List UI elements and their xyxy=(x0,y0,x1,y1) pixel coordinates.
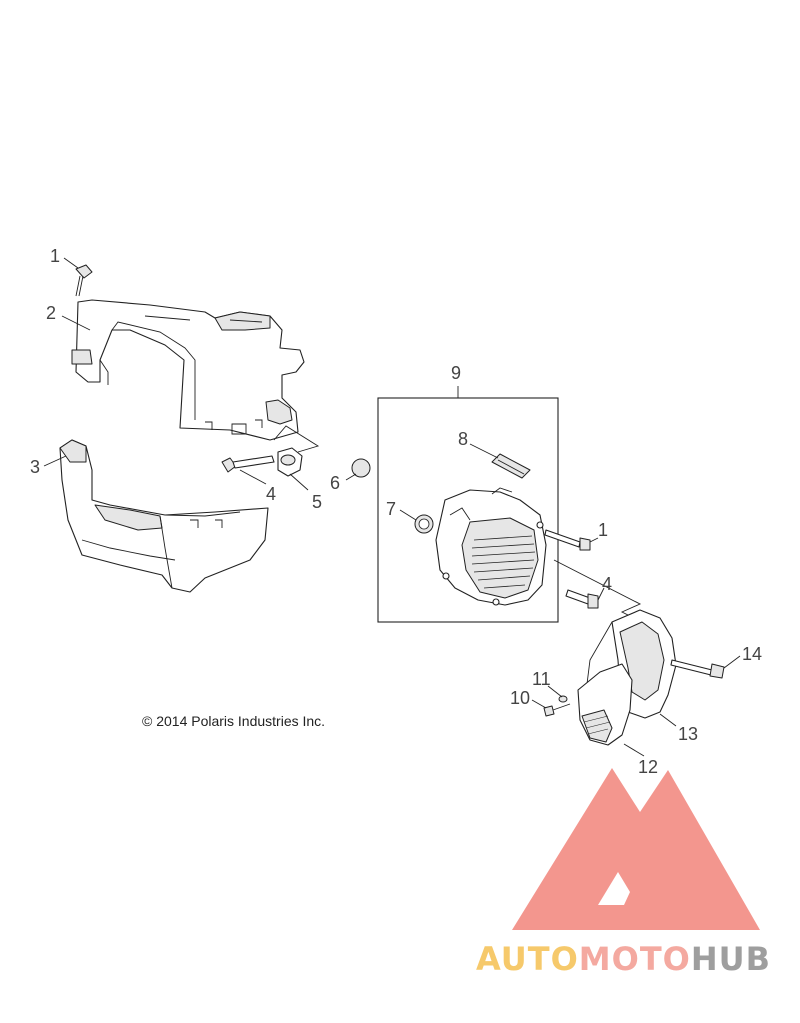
bolt-4-right xyxy=(565,589,599,609)
wordmark-moto: MOTO xyxy=(579,940,691,978)
screw-1-top xyxy=(75,264,93,297)
callout-label: 12 xyxy=(638,757,658,777)
callout-label: 1 xyxy=(50,246,60,266)
callout-label: 4 xyxy=(602,574,612,594)
callout-label: 7 xyxy=(386,499,396,519)
watermark-wordmark: AUTOMOTOHUB xyxy=(476,940,771,978)
plug-6 xyxy=(351,458,371,478)
screw-14 xyxy=(670,659,725,679)
callout-label: 9 xyxy=(451,363,461,383)
callout-label: 13 xyxy=(678,724,698,744)
clamp-5 xyxy=(277,447,303,477)
screw-10 xyxy=(543,703,571,717)
callout-leaders xyxy=(43,257,741,757)
logo-triangle-mark xyxy=(512,768,760,930)
grommet-7 xyxy=(414,514,434,534)
bolt-4-left xyxy=(221,455,275,473)
callout-label: 3 xyxy=(30,457,40,477)
callout-label: 1 xyxy=(598,520,608,540)
screen-12 xyxy=(577,663,633,746)
callout-label: 5 xyxy=(312,492,322,512)
callout-labels: 1 2 3 4 5 6 7 8 9 1 4 14 11 10 13 12 xyxy=(30,246,762,777)
leader-housing-shroud xyxy=(553,559,642,619)
upper-shroud xyxy=(71,299,305,441)
housing-grille xyxy=(471,535,536,589)
kit-box-9 xyxy=(377,386,559,623)
screw-1-right xyxy=(544,529,591,551)
callout-label: 11 xyxy=(532,669,551,689)
callout-label: 2 xyxy=(46,303,56,323)
callout-label: 6 xyxy=(330,473,340,493)
wordmark-auto: AUTO xyxy=(476,940,579,978)
callout-label: 8 xyxy=(458,429,468,449)
lower-shroud xyxy=(59,439,269,593)
callout-label: 4 xyxy=(266,484,276,504)
svg-text:AUTOMOTOHUB: AUTOMOTOHUB xyxy=(476,940,771,978)
leader-4-5 xyxy=(273,425,320,453)
callout-label: 10 xyxy=(510,688,530,708)
fan-housing xyxy=(435,487,547,606)
callout-label: 14 xyxy=(742,644,762,664)
wordmark-hub: HUB xyxy=(691,940,771,978)
watermark-logo xyxy=(512,768,760,930)
copyright-text: © 2014 Polaris Industries Inc. xyxy=(142,713,325,729)
washer-11 xyxy=(558,695,568,703)
seal-8 xyxy=(491,453,531,479)
